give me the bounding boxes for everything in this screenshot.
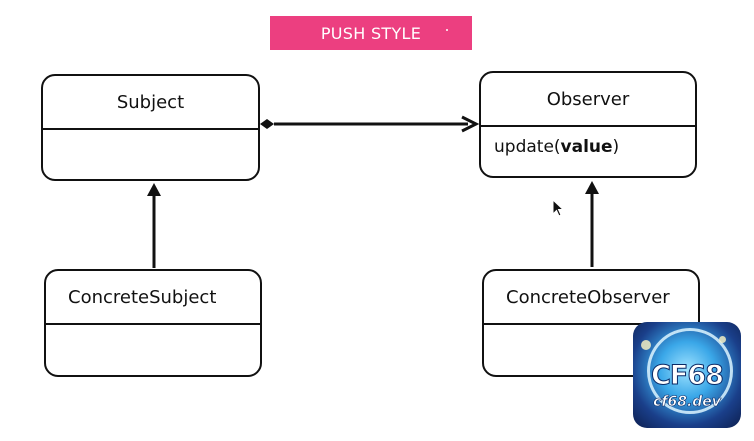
logo-spark-icon <box>719 336 726 343</box>
cf68-watermark-logo: CF68 cf68.dev <box>633 322 741 428</box>
banner-label: PUSH STYLE <box>320 23 422 43</box>
logo-spark-icon <box>641 340 651 350</box>
logo-ring-icon <box>647 328 733 414</box>
inheritance-arrowhead-icon <box>147 183 161 196</box>
banner-dot <box>446 29 448 31</box>
method-param: value <box>560 137 613 157</box>
navigability-arrowhead-icon <box>461 115 480 133</box>
method-suffix: ) <box>612 137 620 157</box>
subject-class-box: Subject <box>41 74 260 181</box>
observer-method: update(value) <box>481 127 695 157</box>
observer-class-name: Observer <box>481 73 695 127</box>
logo-site-text: cf68.dev <box>653 394 721 411</box>
logo-brand-text: CF68 <box>651 360 725 392</box>
observer-class-box: Observer update(value) <box>479 71 697 178</box>
mouse-cursor-icon <box>552 199 565 217</box>
push-style-banner: PUSH STYLE <box>270 16 472 50</box>
concrete-observer-class-name: ConcreteObserver <box>484 271 698 325</box>
subject-class-name: Subject <box>43 76 258 130</box>
inheritance-arrowhead-icon <box>585 181 599 194</box>
concrete-subject-class-box: ConcreteSubject <box>44 269 262 377</box>
aggregation-diamond-icon <box>260 119 274 129</box>
concrete-subject-class-name: ConcreteSubject <box>46 271 260 325</box>
method-prefix: update( <box>494 137 561 157</box>
